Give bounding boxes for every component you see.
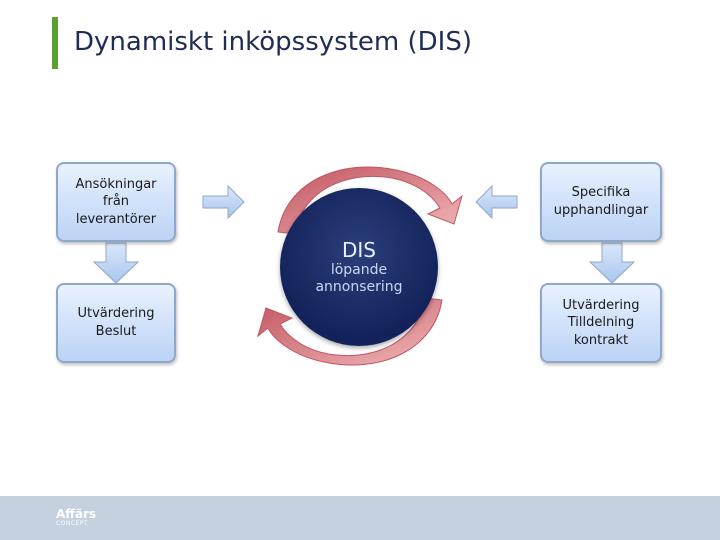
arrow-left-icon bbox=[475, 184, 518, 220]
logo-text-main: Affärs bbox=[56, 507, 97, 521]
dis-center-circle: DIS löpande annonsering bbox=[280, 188, 438, 346]
box-applications-from-suppliers: Ansökningar från leverantörer bbox=[56, 162, 176, 242]
center-line-2: annonsering bbox=[315, 279, 403, 295]
arrow-down-right-icon bbox=[588, 242, 636, 284]
arrow-down-left-icon bbox=[92, 242, 140, 284]
title-accent-bar bbox=[52, 17, 58, 69]
box-label: Utvärdering Beslut bbox=[77, 306, 155, 339]
page-title: Dynamiskt inköpssystem (DIS) bbox=[74, 27, 472, 57]
cycle-arrow-bottom-icon bbox=[257, 297, 443, 366]
center-title: DIS bbox=[342, 238, 376, 263]
box-label: Specifika upphandlingar bbox=[553, 185, 649, 218]
box-evaluation-decision: Utvärdering Beslut bbox=[56, 283, 176, 363]
logo-text-sub: CONCEPT bbox=[56, 520, 89, 527]
center-line-1: löpande bbox=[330, 262, 388, 279]
arrow-right-icon bbox=[202, 184, 245, 220]
cycle-arrow-top-icon bbox=[277, 166, 463, 235]
box-evaluation-award-contract: Utvärdering Tilldelning kontrakt bbox=[540, 283, 662, 363]
footer-bar bbox=[0, 496, 720, 540]
box-label: Ansökningar från leverantörer bbox=[75, 176, 157, 227]
box-label: Utvärdering Tilldelning kontrakt bbox=[562, 297, 640, 348]
box-specific-procurements: Specifika upphandlingar bbox=[540, 162, 662, 242]
company-logo: Affärs CONCEPT bbox=[56, 508, 96, 527]
